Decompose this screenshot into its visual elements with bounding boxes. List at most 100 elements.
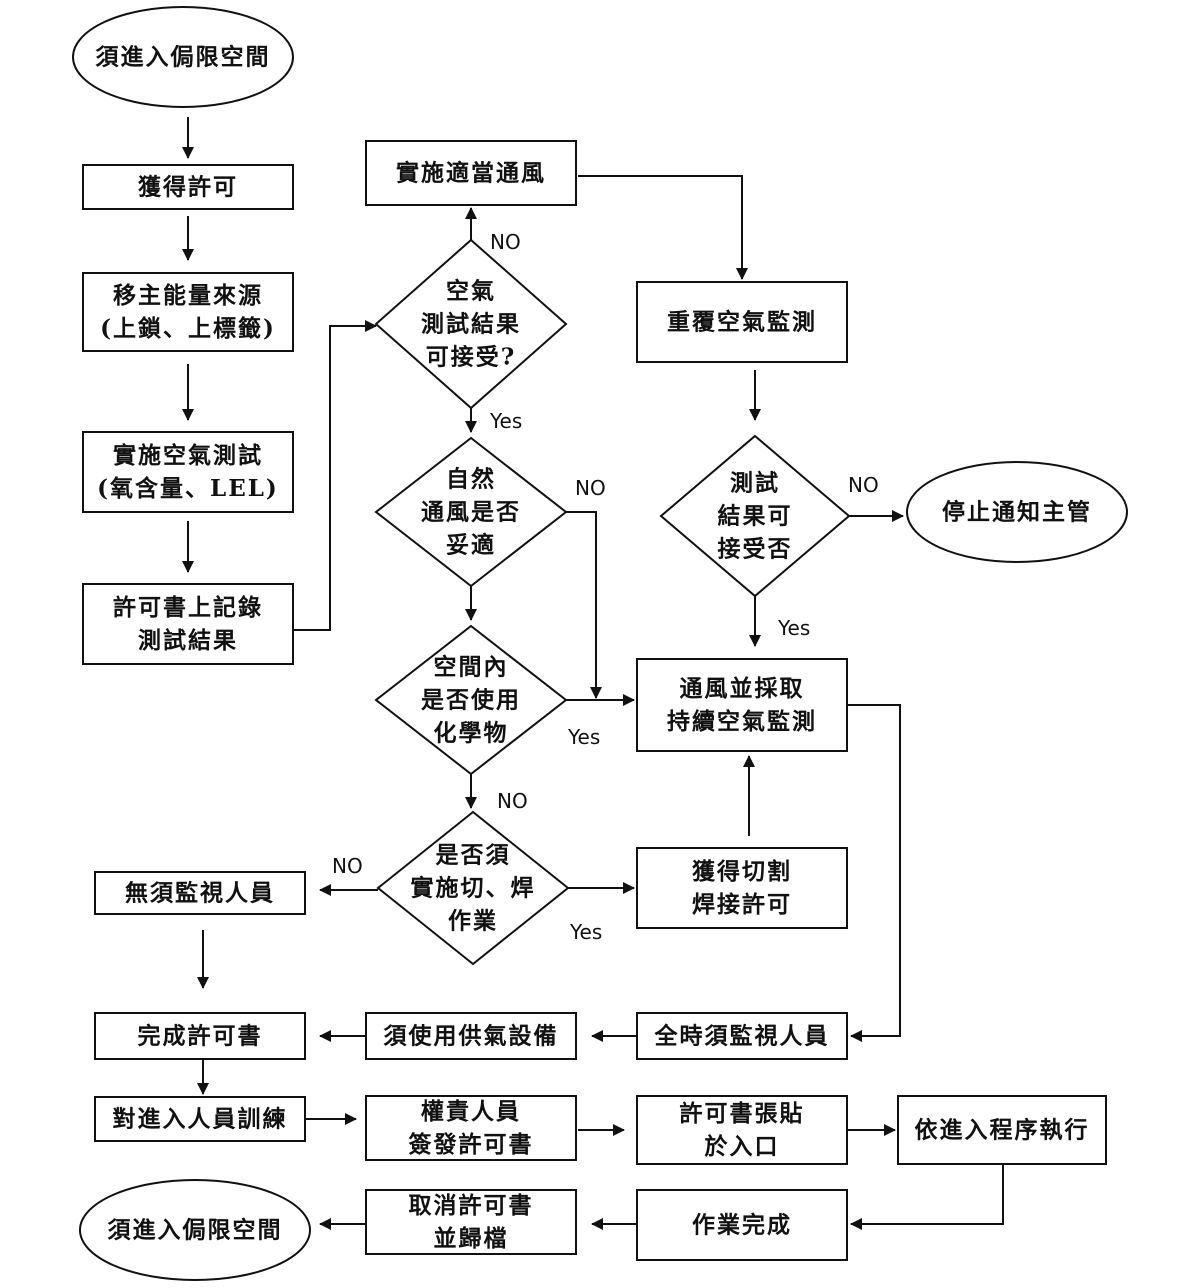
node-end: 須進入侷限空間 [79,1179,311,1281]
no-attendant-box [94,871,306,915]
repeat-monitor-box [636,281,848,363]
natural-vent-label-line-2: 通風是否 [421,499,521,526]
full-attendant-box [636,1012,848,1060]
node-train: 對進入人員訓練 [94,1096,306,1142]
vent-continuous-box [636,658,848,752]
post-permit-box [636,1095,848,1165]
remove-energy-label-line-2: (上鎖、上標籤) [100,315,276,342]
hot-work-label-line-1: 是否須 [436,842,511,869]
hot-work-label-line-3: 作業 [448,908,498,935]
hot-work-permit-box [636,847,848,929]
air-ok-label-line-2: 測試結果 [421,311,521,338]
edge-follow-done [850,1164,1004,1230]
edge-vent-right [848,704,901,1042]
get-permit-box [82,164,294,210]
cancel-permit-label-line-2: 並歸檔 [434,1225,509,1252]
hot-work-diamond [376,810,570,966]
node-air-supply: 須使用供氣設備 [365,1012,577,1060]
result-ok-label-line-2: 結果可 [718,503,793,530]
edge-natural-no [566,511,602,699]
node-get-permit: 獲得許可 [82,164,294,210]
edge-label-hot-work-no: NO [332,854,363,878]
start-label-line-1: 須進入侷限空間 [96,44,271,71]
node-no-attendant: 無須監視人員 [94,871,306,915]
chemicals-label-line-3: 化學物 [434,720,509,747]
result-ok-label-line-1: 測試 [730,470,780,497]
complete-permit-label-line-1: 完成許可書 [138,1023,263,1050]
air-ok-diamond [374,238,568,410]
result-ok-diamond [659,434,851,598]
complete-permit-box [94,1012,306,1060]
node-complete-permit: 完成許可書 [94,1012,306,1060]
edge-label-result-ok-yes: Yes [777,616,810,640]
train-label-line-1: 對進入人員訓練 [113,1106,288,1133]
end-label-line-1: 須進入侷限空間 [108,1217,283,1244]
train-box [94,1096,306,1142]
record-results-label-line-1: 許可書上記錄 [113,594,263,621]
node-full-attendant: 全時須監視人員 [636,1012,848,1060]
vent-continuous-label-line-1: 通風並採取 [680,675,805,702]
hot-work-permit-label-line-2: 焊接許可 [692,891,792,918]
air-test-label-line-2: (氧含量、LEL) [97,475,279,502]
post-permit-label-line-1: 許可書張貼 [680,1100,805,1127]
remove-energy-box [82,272,294,352]
follow-procedure-label-line-1: 依進入程序執行 [915,1117,1090,1144]
follow-procedure-box [897,1095,1107,1165]
node-repeat-monitor: 重覆空氣監測 [636,281,848,363]
cancel-permit-box [365,1189,577,1255]
authority-sign-box [365,1095,577,1161]
edge-label-natural-vent-no: NO [575,476,606,500]
proper-ventilation-label-line-1: 實施適當通風 [396,160,546,187]
post-permit-label-line-2: 於入口 [705,1133,780,1160]
stop-notify-label-line-1: 停止通知主管 [942,499,1092,526]
authority-sign-label-line-1: 權責人員 [421,1098,521,1125]
node-follow-procedure: 依進入程序執行 [897,1095,1107,1165]
air-ok-label-line-1: 空氣 [446,278,496,305]
natural-vent-diamond [374,436,568,588]
repeat-monitor-label-line-1: 重覆空氣監測 [667,309,817,336]
stop-notify-ellipse [906,461,1128,563]
nodes-layer: 須進入侷限空間獲得許可移主能量來源(上鎖、上標籤)實施空氣測試(氧含量、LEL)… [72,6,1128,1281]
edge-vent-repeat [578,175,748,280]
edge-label-chemicals-yes: Yes [567,725,600,749]
chemicals-label-line-2: 是否使用 [421,687,521,714]
edge-label-hot-work-yes: Yes [569,920,602,944]
remove-energy-label-line-1: 移主能量來源 [113,282,263,309]
edge-label-chemicals-no: NO [497,789,528,813]
edge-label-air-ok-yes: Yes [489,409,522,433]
node-stop-notify: 停止通知主管 [906,461,1128,563]
result-ok-label-line-3: 接受否 [718,536,793,563]
node-proper-ventilation: 實施適當通風 [365,140,577,206]
work-done-label-line-1: 作業完成 [692,1212,792,1239]
node-work-done: 作業完成 [636,1189,848,1261]
work-done-box [636,1189,848,1261]
chemicals-label-line-1: 空間內 [434,654,509,681]
cancel-permit-label-line-1: 取消許可書 [409,1192,534,1219]
air-supply-label-line-1: 須使用供氣設備 [384,1023,559,1050]
hot-work-permit-label-line-1: 獲得切割 [692,858,792,885]
node-remove-energy: 移主能量來源 (上鎖、上標籤) [82,272,294,352]
edge-label-result-ok-no: NO [848,473,879,497]
proper-ventilation-box [365,140,577,206]
natural-vent-label-line-3: 妥適 [446,532,496,559]
node-air-test: 實施空氣測試(氧含量、LEL) [82,431,294,513]
chemicals-diamond [374,624,568,776]
air-ok-label-line-3: 可接受? [426,344,516,371]
hot-work-label-line-2: 實施切、焊 [411,875,536,902]
no-attendant-label-line-1: 無須監視人員 [125,880,275,907]
authority-sign-label-line-2: 簽發許可書 [409,1131,534,1158]
edge-label-air-ok-no: NO [490,230,521,254]
record-results-box [82,583,294,665]
